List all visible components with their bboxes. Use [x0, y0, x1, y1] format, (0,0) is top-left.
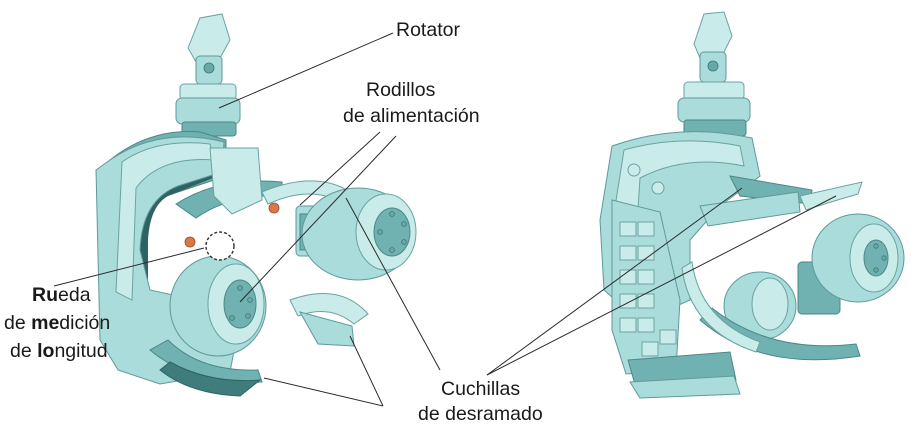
label-measuring-wheel-line1-bold: Ru — [32, 284, 58, 306]
label-knives-line1: Cuchillas — [441, 378, 520, 400]
label-measuring-wheel-line3-plain: de — [10, 340, 37, 362]
label-measuring-wheel-line2-bold: me — [31, 312, 59, 334]
label-feed-rollers-line2: de alimentación — [343, 105, 480, 127]
leader-knives-2 — [350, 336, 383, 406]
harvester-head-cutaway-left — [96, 14, 416, 396]
rotator-left — [176, 14, 240, 136]
label-knives-line2: de desramado — [418, 403, 543, 425]
rotator-right — [678, 12, 750, 136]
label-measuring-wheel-line2-rest: dición — [59, 312, 110, 334]
label-measuring-wheel-line3-rest: ngitud — [54, 340, 107, 362]
feed-roller-right-left — [296, 188, 416, 280]
label-rotator: Rotator — [396, 19, 460, 41]
label-measuring-wheel-line2: de medición — [4, 312, 110, 334]
feed-roller-lower-left — [170, 256, 266, 356]
leader-knives-1 — [264, 378, 383, 406]
label-measuring-wheel-line3-bold: lo — [37, 340, 54, 362]
label-feed-rollers-line1: Rodillos — [366, 79, 436, 101]
label-measuring-wheel-line1-rest: eda — [58, 284, 91, 306]
upper-knife-right — [800, 182, 862, 210]
label-measuring-wheel-line3: de longitud — [10, 340, 108, 362]
label-measuring-wheel-line1: Rueda — [32, 284, 91, 306]
label-measuring-wheel-line2-plain: de — [4, 312, 31, 334]
feed-roller-right-head — [798, 214, 904, 314]
harvester-head-right — [600, 12, 904, 398]
